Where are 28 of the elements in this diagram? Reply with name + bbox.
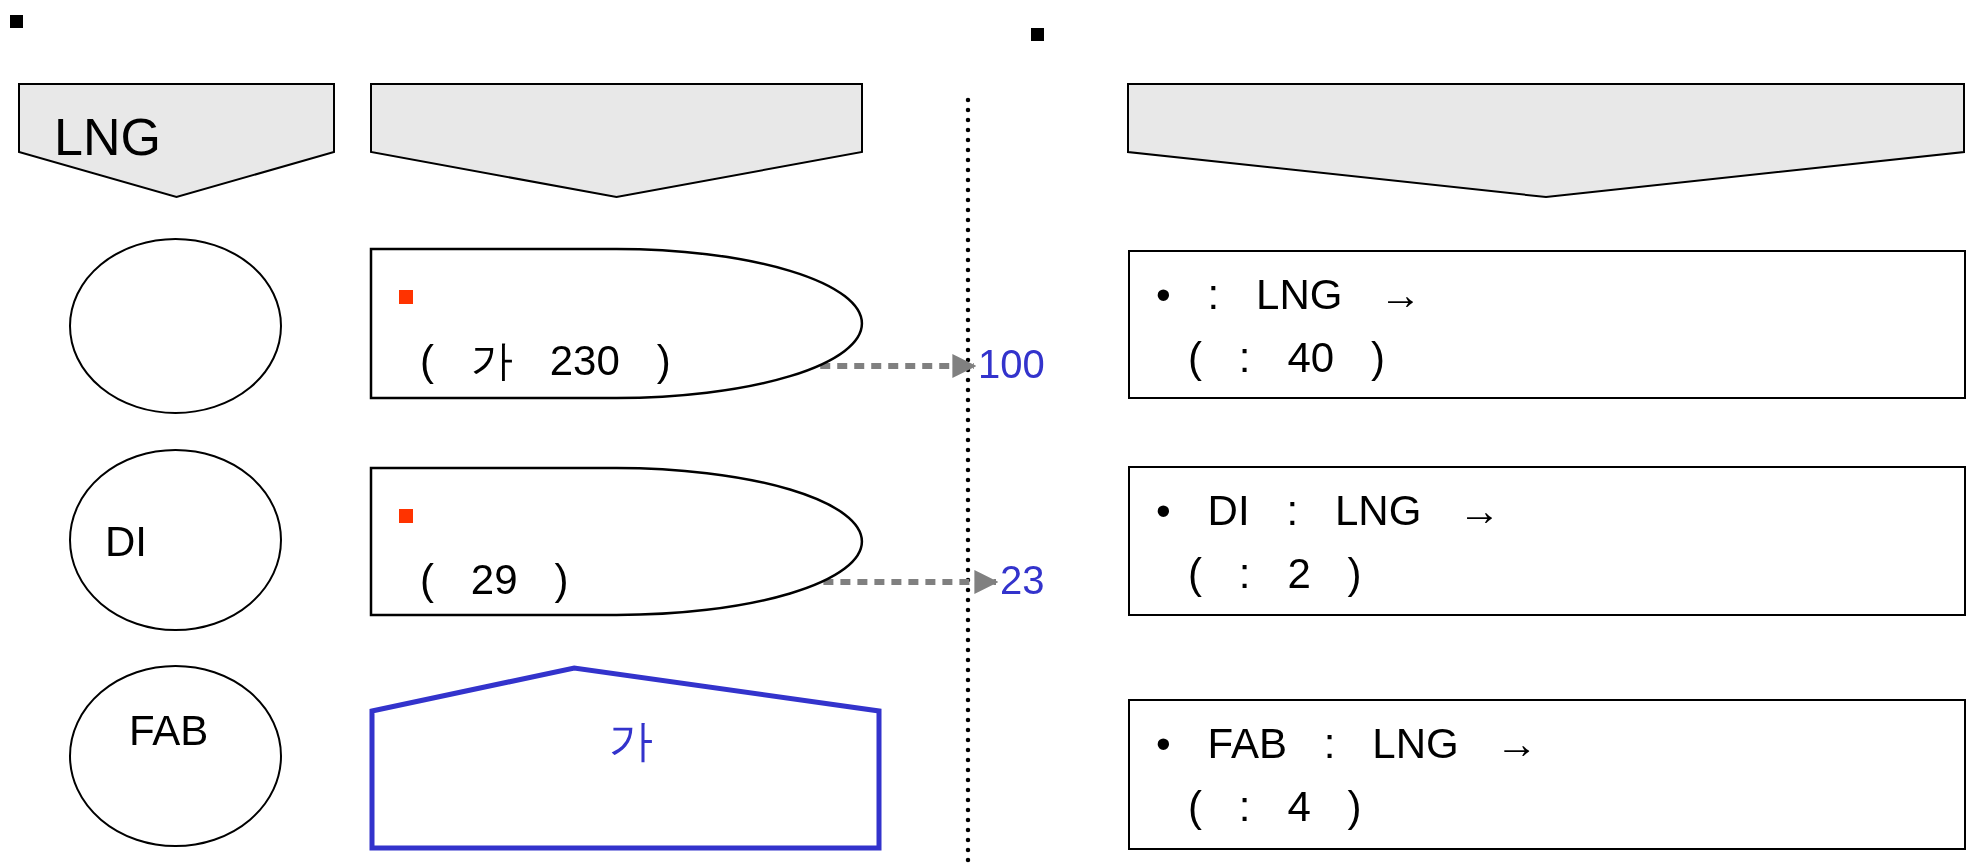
node-text: FAB — [129, 709, 209, 752]
capsule-box — [370, 248, 863, 399]
text-box — [1128, 699, 1966, 850]
column-header — [370, 83, 863, 198]
node-text: ( 29 ) — [420, 558, 569, 601]
text-box — [1128, 466, 1966, 616]
text-box — [1128, 250, 1966, 399]
node-text: ( 가 230 ) — [420, 339, 671, 382]
value-text: 100 — [978, 344, 1045, 384]
column-header — [18, 83, 335, 198]
ellipse-node — [69, 238, 282, 414]
node-text: • DI : LNG → — [1156, 489, 1501, 532]
node-text: ( : 4 ) — [1188, 785, 1362, 828]
arrow — [820, 354, 977, 378]
column-header — [1127, 83, 1965, 198]
ellipse-node — [69, 449, 282, 631]
arrow — [823, 570, 999, 594]
house-shape — [369, 665, 882, 851]
node-text: • FAB : LNG → — [1156, 722, 1538, 765]
node-text: ( : 2 ) — [1188, 552, 1362, 595]
node-text: LNG — [54, 111, 161, 164]
ellipse-node — [69, 665, 282, 847]
node-text: ( : 40 ) — [1188, 336, 1385, 379]
capsule-box — [370, 467, 863, 616]
value-text: 23 — [1000, 560, 1045, 600]
node-text: DI — [105, 520, 147, 563]
node-text: • : LNG → — [1156, 273, 1422, 316]
node-text: 가 — [609, 718, 653, 763]
